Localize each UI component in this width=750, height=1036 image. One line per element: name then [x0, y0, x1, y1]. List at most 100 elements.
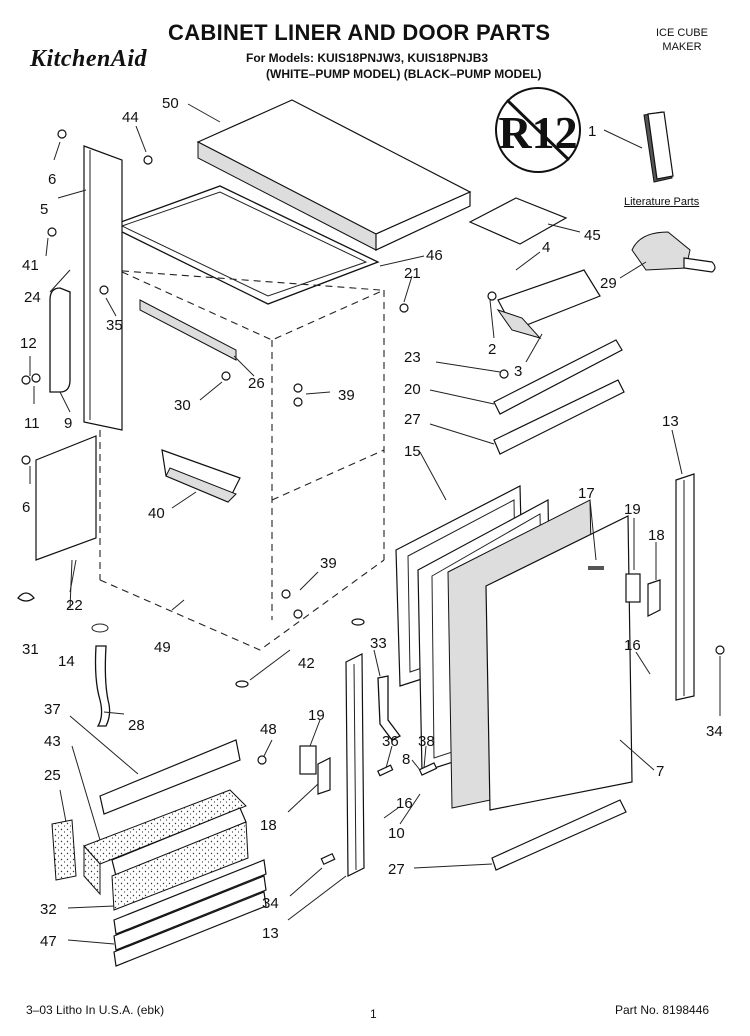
callout-15: 15: [404, 443, 421, 460]
part-number: Part No. 8198446: [615, 1003, 710, 1017]
callout-39-lower: 39: [320, 555, 337, 572]
drain-clip: [17, 592, 35, 602]
callout-34-lower: 34: [262, 895, 279, 912]
callout-47: 47: [40, 933, 57, 950]
callout-24: 24: [24, 289, 41, 306]
hinge-pin: [320, 852, 336, 866]
callout-50: 50: [162, 95, 179, 112]
literature-parts-label: Literature Parts: [624, 196, 700, 208]
callout-35: 35: [106, 317, 123, 334]
callout-2: 2: [488, 341, 496, 358]
callout-29: 29: [600, 275, 617, 292]
litho-note: 3–03 Litho In U.S.A. (ebk): [26, 1003, 165, 1017]
category-line-2: MAKER: [662, 41, 702, 53]
callout-1: 1: [588, 123, 596, 140]
callout-12: 12: [20, 335, 37, 352]
model-list: For Models: KUIS18PNJW3, KUIS18PNJB3 (WH…: [246, 50, 542, 82]
callout-6: 6: [48, 171, 56, 188]
callout-3: 3: [514, 363, 522, 380]
callout-9: 9: [64, 415, 72, 432]
callout-45: 45: [584, 227, 601, 244]
callout-42: 42: [298, 655, 315, 672]
callout-36: 36: [382, 733, 399, 750]
callout-18-lower: 18: [260, 817, 277, 834]
kickplate-grille: [113, 859, 267, 967]
door-pin: [418, 762, 438, 776]
callout-34: 34: [706, 723, 723, 740]
screws: [21, 129, 725, 765]
callout-31: 31: [22, 641, 39, 658]
callout-46: 46: [426, 247, 443, 264]
callout-13: 13: [662, 413, 679, 430]
kickplate-panel: [111, 807, 249, 911]
models-line-2: (WHITE–PUMP MODEL) (BLACK–PUMP MODEL): [266, 67, 542, 81]
ice-bin: [161, 449, 241, 503]
front-trim-strip: [139, 299, 237, 361]
callout-37: 37: [44, 701, 61, 718]
hinge-bushing: [377, 764, 394, 777]
callout-8: 8: [402, 751, 410, 768]
callout-48: 48: [260, 721, 277, 738]
callout-21: 21: [404, 265, 421, 282]
callout-32: 32: [40, 901, 57, 918]
baffle-assembly: [493, 269, 625, 455]
kickplate-insulation: [83, 789, 247, 896]
r12-badge-text: R12: [498, 107, 577, 158]
callout-6-lower: 6: [22, 499, 30, 516]
kickplate-bracket: [99, 739, 241, 815]
hose-clamp: [91, 623, 109, 633]
callout-23: 23: [404, 349, 421, 366]
page-number: 1: [370, 1007, 377, 1021]
callout-39: 39: [338, 387, 355, 404]
callout-18: 18: [648, 527, 665, 544]
callout-43: 43: [44, 733, 61, 750]
callout-7: 7: [656, 763, 664, 780]
left-hinge-rail: [345, 653, 365, 877]
cabinet-liner-outline: [99, 261, 385, 651]
callout-30: 30: [174, 397, 191, 414]
callout-41: 41: [22, 257, 39, 274]
door-bottom-rail: [491, 799, 627, 871]
top-pad: [468, 197, 568, 245]
literature-parts-booklet: [643, 111, 674, 183]
r12-badge: R12: [495, 87, 581, 173]
callout-27-lower: 27: [388, 861, 405, 878]
callout-5: 5: [40, 201, 48, 218]
door-bracket: [377, 675, 401, 741]
callout-10: 10: [388, 825, 405, 842]
callout-33: 33: [370, 635, 387, 652]
hinge-upper: [625, 573, 661, 617]
ice-scoop: [631, 231, 716, 273]
callout-14: 14: [58, 653, 75, 670]
callout-20: 20: [404, 381, 421, 398]
callout-19: 19: [624, 501, 641, 518]
product-category: ICE CUBE MAKER: [656, 26, 708, 54]
top-gasket: [108, 185, 380, 305]
callout-13-lower: 13: [262, 925, 279, 942]
callout-labels: 50 44 1 6 5 45 46 4 41 21 24 29 35 2 3 1…: [20, 95, 723, 950]
kitchenaid-logo: KitchenAid: [30, 46, 148, 72]
rear-panel: [35, 435, 97, 561]
door-outer-panel: [447, 499, 633, 811]
callout-28: 28: [128, 717, 145, 734]
callout-44: 44: [122, 109, 139, 126]
hinge-lower: [299, 745, 331, 795]
top-cover: [196, 99, 472, 251]
callout-26: 26: [248, 375, 265, 392]
callout-22: 22: [66, 597, 83, 614]
right-hinge-rail: [675, 473, 695, 701]
page-title: CABINET LINER AND DOOR PARTS: [168, 20, 551, 45]
callout-40: 40: [148, 505, 165, 522]
drain-tube: [94, 645, 111, 727]
leader-lines: [29, 103, 721, 945]
callout-49: 49: [154, 639, 171, 656]
models-line-1: For Models: KUIS18PNJW3, KUIS18PNJB3: [246, 51, 489, 65]
callout-27: 27: [404, 411, 421, 428]
insulation-block: [51, 819, 77, 881]
callout-25: 25: [44, 767, 61, 784]
callout-4: 4: [542, 239, 550, 256]
callout-17: 17: [578, 485, 595, 502]
callout-11: 11: [24, 415, 40, 432]
callout-16: 16: [624, 637, 641, 654]
